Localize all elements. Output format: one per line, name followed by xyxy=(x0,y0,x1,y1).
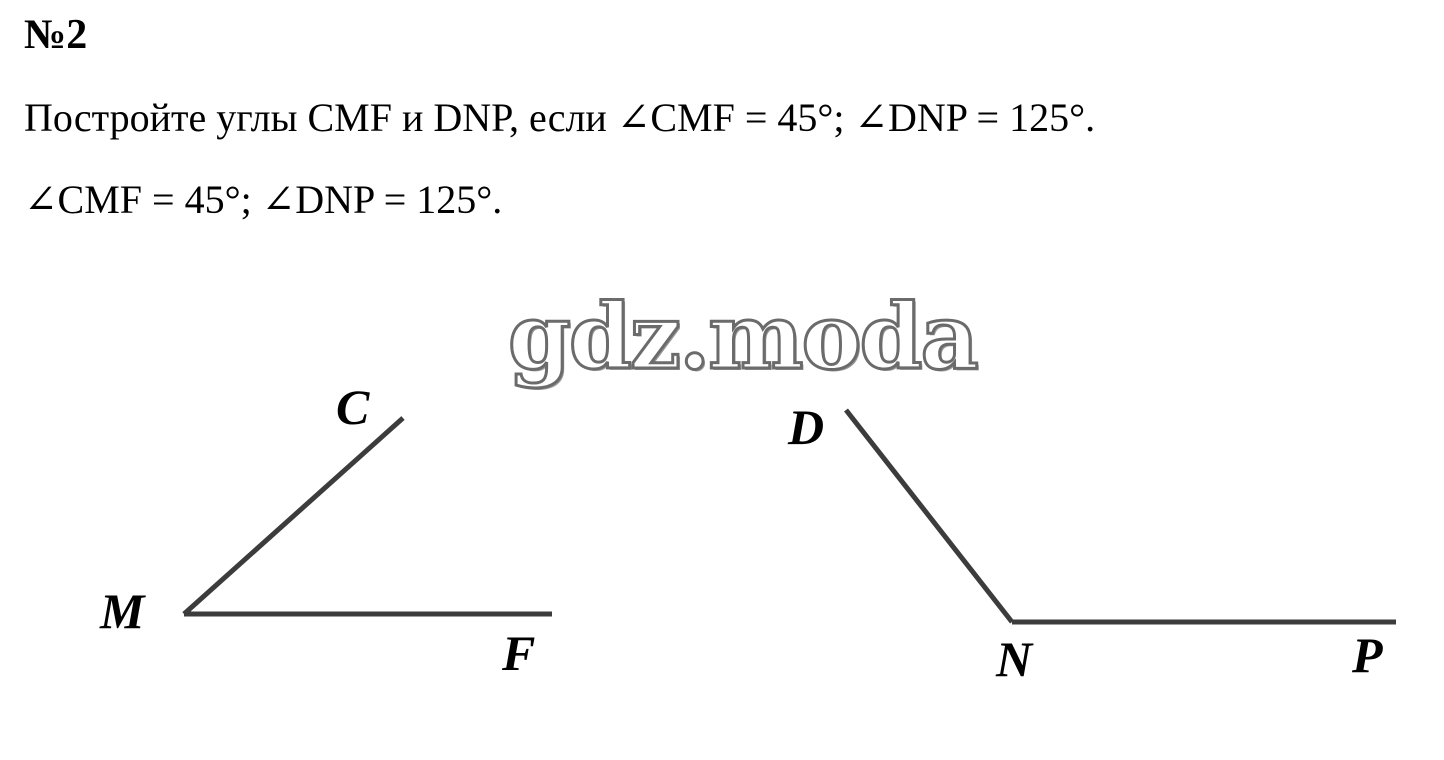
angle-dnp: D N P xyxy=(787,399,1396,687)
answer-text: ∠CMF = 45°; ∠DNP = 125°. xyxy=(24,177,503,222)
ray-nd xyxy=(844,408,1014,624)
watermark-logo: gdz.moda xyxy=(507,284,981,390)
label-p: P xyxy=(1351,627,1383,683)
label-c: C xyxy=(336,379,370,435)
angle-cmf: C M F xyxy=(99,379,552,681)
problem-number: №2 xyxy=(24,12,88,58)
label-n: N xyxy=(995,631,1034,687)
ray-mc xyxy=(182,416,405,616)
label-d: D xyxy=(787,399,824,455)
label-f: F xyxy=(501,625,535,681)
problem-statement: Постройте углы CMF и DNP, если ∠CMF = 45… xyxy=(24,95,1096,140)
label-m: M xyxy=(99,583,146,639)
